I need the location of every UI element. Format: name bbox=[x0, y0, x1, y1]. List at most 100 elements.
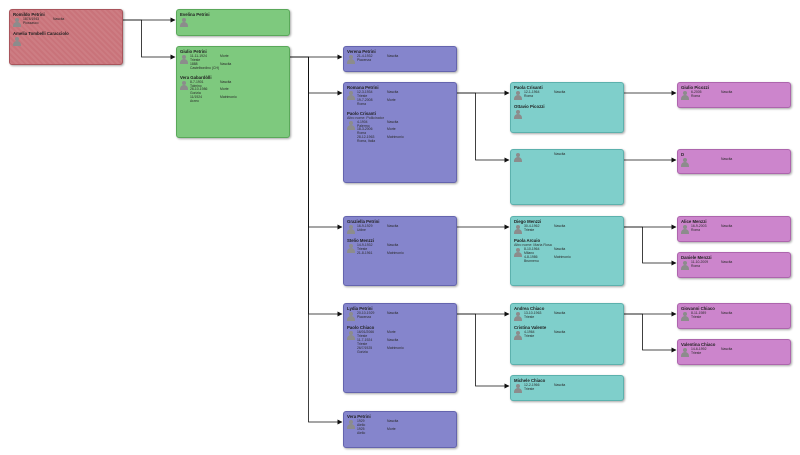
person-block: D Nascita bbox=[681, 152, 787, 167]
person-name[interactable]: Paola Arcuio bbox=[514, 238, 541, 243]
person-block: Evelina Petrini bbox=[180, 12, 286, 27]
person-name[interactable]: Andrea Chiaco bbox=[514, 306, 545, 311]
person-name[interactable]: Paolo Chiaco bbox=[347, 325, 375, 330]
person-name[interactable]: Diego Menzzi bbox=[514, 219, 542, 224]
person-name[interactable]: Paola Crisanti bbox=[514, 85, 543, 90]
avatar-icon bbox=[514, 331, 522, 340]
person-name[interactable]: Evelina Petrini bbox=[180, 12, 210, 17]
person-name[interactable]: Valentina Chiaco bbox=[681, 342, 716, 347]
event-place: Castelbordino (CH) bbox=[190, 65, 220, 70]
avatar-body bbox=[347, 248, 355, 253]
event-date: 16-9-2003 bbox=[691, 224, 707, 228]
event-date: 18-3-2006 bbox=[357, 127, 373, 132]
person-card[interactable]: D Nascita bbox=[677, 149, 791, 174]
event-place: Trieste bbox=[524, 333, 535, 338]
person-name[interactable]: Amelia Tombelli Caracciolo bbox=[13, 31, 69, 36]
person-name[interactable]: Giovanni Chiaco bbox=[681, 306, 715, 311]
event-place: Palermo bbox=[357, 123, 370, 128]
person-name[interactable]: Cristina Valente bbox=[514, 325, 547, 330]
avatar-body bbox=[514, 252, 522, 257]
event-place: Aiello bbox=[357, 422, 366, 427]
avatar-head bbox=[182, 55, 186, 59]
avatar-head bbox=[683, 348, 687, 352]
person-name[interactable]: D bbox=[681, 152, 685, 157]
person-name[interactable]: Paolo Crisanti bbox=[347, 110, 376, 116]
event-place: Piacenza bbox=[357, 314, 371, 319]
event-date: 14-6-1992 bbox=[691, 347, 707, 351]
person-name[interactable]: Graziella Petrini bbox=[347, 219, 380, 224]
person-name[interactable]: Verena Petrini bbox=[347, 49, 376, 54]
person-name[interactable]: Ottavio Picozzi bbox=[514, 104, 545, 109]
person-name[interactable]: Alice Menzzi bbox=[681, 219, 707, 224]
event-place: Arzeo bbox=[190, 99, 199, 104]
person-name[interactable]: Romildo Petrini bbox=[13, 12, 45, 17]
avatar-head bbox=[349, 225, 353, 229]
person-name[interactable]: Lydia Petrini bbox=[347, 306, 373, 311]
event-date: 20-10-1929 bbox=[357, 311, 375, 315]
event-date: 6-2005 bbox=[691, 90, 702, 94]
avatar-icon bbox=[514, 110, 522, 119]
person-name[interactable]: Giulio Petrini bbox=[180, 49, 207, 54]
person-name[interactable]: Giulio Picozzi bbox=[681, 85, 709, 90]
avatar-icon bbox=[13, 18, 21, 27]
avatar-head bbox=[349, 420, 353, 424]
event-place: Roma bbox=[691, 227, 701, 232]
person-name[interactable]: Vera Petrini bbox=[347, 414, 371, 419]
connector-diego-daniele bbox=[624, 226, 677, 266]
avatar-head bbox=[516, 331, 520, 335]
event-place: Tolmino bbox=[190, 83, 202, 88]
event-date: 12-3-1934 bbox=[357, 90, 373, 94]
event-place: Trieste bbox=[357, 93, 368, 98]
person-name[interactable]: Vera Gabardòlli bbox=[180, 74, 212, 80]
avatar-icon bbox=[347, 91, 355, 100]
person-name[interactable]: Daniele Menzzi bbox=[681, 255, 712, 260]
person-name[interactable]: Stelio Menzzi bbox=[347, 238, 374, 243]
event-date: 4-8-1986 bbox=[524, 254, 538, 259]
person-card[interactable]: Nascita bbox=[510, 149, 624, 205]
avatar-body bbox=[681, 162, 689, 167]
event-type: Nascita bbox=[387, 337, 399, 342]
person-row bbox=[13, 37, 119, 46]
event-list: Nascita bbox=[691, 157, 787, 162]
event-date: 14-9-1932 bbox=[357, 243, 373, 247]
person-name[interactable]: Michele Chiaco bbox=[514, 378, 546, 383]
person-card[interactable]: Evelina Petrini bbox=[176, 9, 290, 36]
person-name[interactable]: Romana Petrini bbox=[347, 85, 379, 90]
